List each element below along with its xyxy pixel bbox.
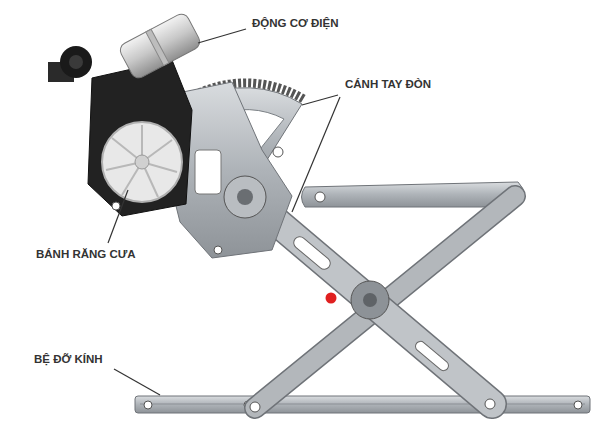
- glass-rail: [135, 396, 590, 413]
- lift-arm: [245, 195, 495, 409]
- part-label: BÁNH RĂNG CƯA: [36, 248, 136, 262]
- leader-line: [292, 97, 340, 212]
- electric-motor: [48, 11, 202, 82]
- gearbox-housing: [88, 60, 192, 216]
- leader-lines: [108, 29, 340, 395]
- leader-line: [108, 190, 128, 243]
- part-label: BỆ ĐỠ KÍNH: [34, 353, 103, 367]
- leader-line: [114, 369, 160, 395]
- leader-line: [302, 95, 338, 105]
- leader-line: [198, 29, 246, 43]
- part-label: CÁNH TAY ĐÒN: [345, 78, 431, 92]
- part-label: ĐỘNG CƠ ĐIỆN: [252, 17, 338, 31]
